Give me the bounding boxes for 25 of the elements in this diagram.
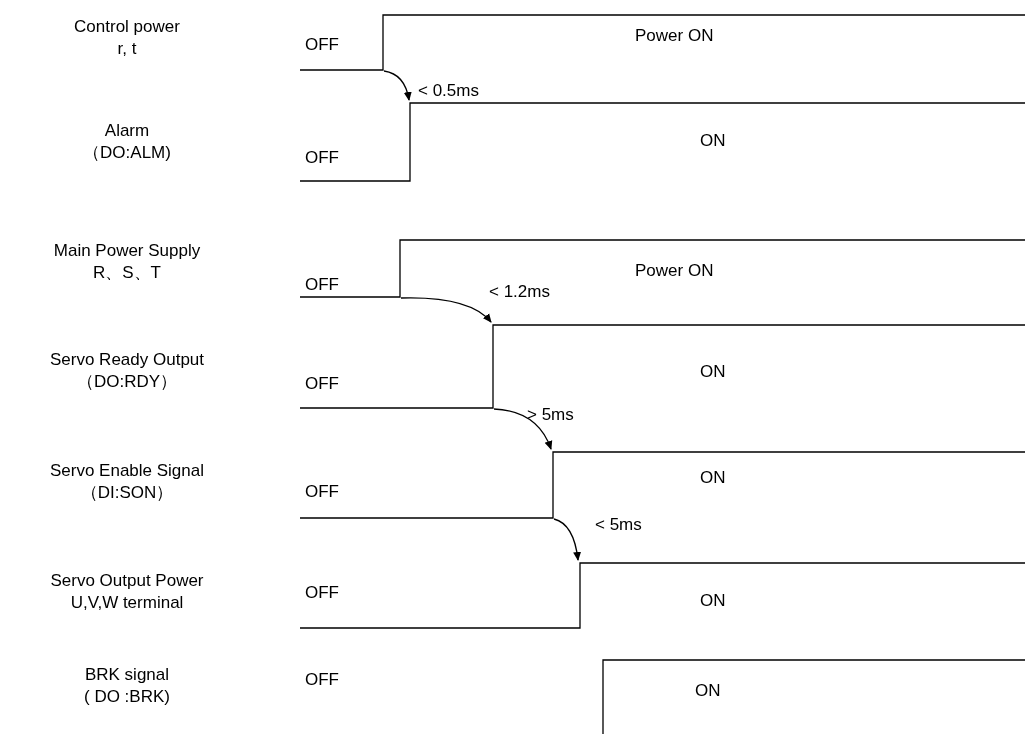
signal-name: Servo Enable Signal （DI:SON） bbox=[48, 460, 205, 504]
state-label: OFF bbox=[305, 147, 339, 169]
state-label: ON bbox=[700, 361, 726, 383]
timing-label: > 5ms bbox=[527, 404, 574, 426]
signal-name: BRK signal ( DO :BRK) bbox=[83, 664, 171, 708]
signal-name: Main Power Supply R、S、T bbox=[52, 240, 202, 284]
state-label: OFF bbox=[305, 669, 339, 691]
state-label: OFF bbox=[305, 274, 339, 296]
state-label: OFF bbox=[305, 34, 339, 56]
signal-name: Servo Ready Output （DO:RDY） bbox=[49, 349, 205, 393]
state-label: OFF bbox=[305, 373, 339, 395]
timing-label: < 1.2ms bbox=[489, 281, 550, 303]
state-label: Power ON bbox=[635, 25, 714, 47]
state-label: ON bbox=[700, 590, 726, 612]
signal-name: Servo Output Power U,V,W terminal bbox=[49, 570, 205, 614]
state-label: OFF bbox=[305, 481, 339, 503]
state-label: ON bbox=[695, 680, 721, 702]
signal-name: Alarm （DO:ALM) bbox=[82, 120, 172, 164]
state-label: ON bbox=[700, 467, 726, 489]
state-label: OFF bbox=[305, 582, 339, 604]
signal-name: Control power r, t bbox=[73, 16, 181, 60]
state-label: ON bbox=[700, 130, 726, 152]
state-label: Power ON bbox=[635, 260, 714, 282]
timing-label: < 0.5ms bbox=[418, 80, 479, 102]
timing-label: < 5ms bbox=[595, 514, 642, 536]
